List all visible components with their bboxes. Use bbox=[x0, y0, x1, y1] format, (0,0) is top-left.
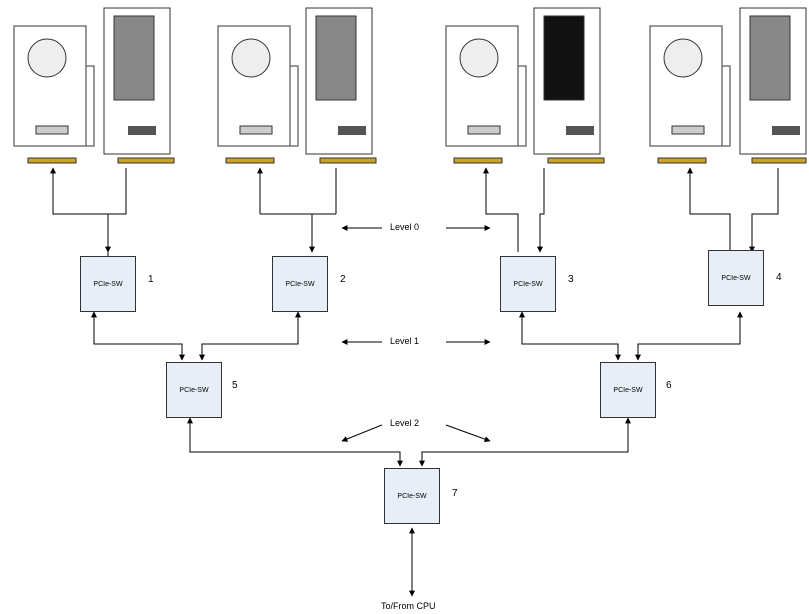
gpu-card-pair-3 bbox=[445, 7, 605, 164]
link-sw1-card-b bbox=[108, 168, 127, 215]
switch-number-5: 5 bbox=[232, 380, 238, 391]
level-2-arrow-left bbox=[341, 424, 383, 442]
switch-label: PCIe-SW bbox=[93, 280, 123, 288]
link-sw2-card-b bbox=[260, 213, 315, 253]
link-sw4-card-a bbox=[687, 167, 731, 252]
pcie-switch-4: PCIe-SW bbox=[708, 250, 764, 306]
gpu-card-pair-4 bbox=[649, 7, 807, 164]
switch-number-3: 3 bbox=[568, 274, 574, 285]
gpu-card-fan bbox=[217, 25, 299, 164]
switch-number-2: 2 bbox=[340, 274, 346, 285]
link-sw1-card-a bbox=[50, 167, 109, 256]
gpu-card-fan bbox=[13, 25, 95, 164]
level-2-arrow-right bbox=[445, 424, 491, 442]
gpu-card-heatsink bbox=[305, 7, 377, 164]
link-sw3-card-b bbox=[537, 168, 545, 253]
link-sw7-sw6 bbox=[419, 417, 631, 467]
cpu-label: To/From CPU bbox=[381, 601, 436, 611]
link-sw6-sw4 bbox=[635, 311, 743, 361]
switch-label: PCIe-SW bbox=[721, 274, 751, 282]
switch-number-1: 1 bbox=[148, 274, 154, 285]
pcie-switch-7: PCIe-SW bbox=[384, 468, 440, 524]
gpu-card-pair-2 bbox=[217, 7, 377, 164]
gpu-card-heatsink bbox=[739, 7, 807, 164]
switch-label: PCIe-SW bbox=[513, 280, 543, 288]
link-sw3-card-a bbox=[483, 167, 519, 252]
gpu-card-fan bbox=[649, 25, 731, 164]
pcie-switch-1: PCIe-SW bbox=[80, 256, 136, 312]
link-sw4-card-b bbox=[749, 168, 779, 253]
level-1-label: Level 1 bbox=[387, 336, 423, 346]
switch-label: PCIe-SW bbox=[613, 386, 643, 394]
link-sw5-sw1 bbox=[91, 311, 185, 361]
link-sw7-sw5 bbox=[187, 417, 403, 467]
pcie-switch-3: PCIe-SW bbox=[500, 256, 556, 312]
switch-label: PCIe-SW bbox=[179, 386, 209, 394]
link-sw6-sw3 bbox=[519, 311, 621, 361]
gpu-card-heatsink bbox=[533, 7, 605, 164]
switch-number-7: 7 bbox=[452, 488, 458, 499]
link-sw5-sw2 bbox=[199, 311, 301, 361]
pcie-switch-6: PCIe-SW bbox=[600, 362, 656, 418]
switch-label: PCIe-SW bbox=[397, 492, 427, 500]
pcie-switch-5: PCIe-SW bbox=[166, 362, 222, 418]
switch-number-6: 6 bbox=[666, 380, 672, 391]
pcie-switch-2: PCIe-SW bbox=[272, 256, 328, 312]
gpu-card-fan bbox=[445, 25, 527, 164]
level-0-label: Level 0 bbox=[387, 222, 423, 232]
switch-number-4: 4 bbox=[776, 272, 782, 283]
gpu-card-heatsink bbox=[103, 7, 175, 164]
level-2-label: Level 2 bbox=[387, 418, 423, 428]
gpu-card-pair-1 bbox=[13, 7, 175, 164]
switch-label: PCIe-SW bbox=[285, 280, 315, 288]
